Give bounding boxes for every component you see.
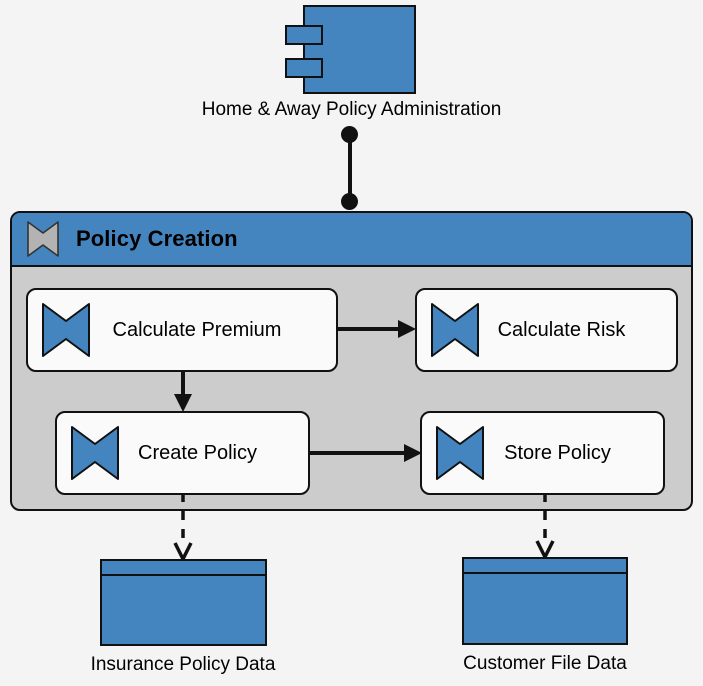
process-label: Calculate Premium (112, 318, 282, 341)
assignment-ball-bottom (341, 193, 358, 210)
data-object-label: Insurance Policy Data (90, 654, 276, 675)
process-chevron-icon (431, 303, 479, 357)
process-chevron-icon (42, 303, 90, 357)
component-label: Home & Away Policy Administration (201, 99, 502, 120)
process-label: Create Policy (138, 441, 257, 464)
group-title: Policy Creation (76, 226, 238, 251)
process-label: Calculate Risk (497, 318, 626, 341)
component-body (303, 5, 416, 94)
process-calculate-risk[interactable]: Calculate Risk (415, 288, 678, 372)
data-object-insurance-policy-data[interactable] (100, 559, 267, 646)
access-arrow-store-to-customer-data (534, 493, 556, 561)
component-tab-lower (285, 58, 323, 78)
group-header: Policy Creation (12, 213, 691, 267)
assignment-relationship-connector (341, 126, 359, 210)
assignment-line (348, 134, 352, 202)
data-object-customer-file-data[interactable] (462, 557, 628, 645)
data-object-header-band (102, 561, 265, 576)
data-object-label: Customer File Data (463, 653, 627, 674)
triggering-arrow-premium-to-risk (338, 318, 418, 340)
process-calculate-premium[interactable]: Calculate Premium (26, 288, 338, 372)
component-home-away-policy-administration[interactable] (285, 5, 418, 96)
process-label: Store Policy (504, 441, 611, 464)
process-create-policy[interactable]: Create Policy (55, 411, 310, 495)
triggering-arrow-premium-to-create (172, 370, 194, 414)
component-tab-upper (285, 25, 323, 45)
triggering-arrow-create-to-store (310, 442, 424, 464)
data-object-header-band (464, 559, 626, 574)
access-arrow-create-to-insurance-data (172, 493, 194, 563)
process-chevron-icon (71, 426, 119, 480)
process-store-policy[interactable]: Store Policy (420, 411, 665, 495)
process-chevron-icon (27, 221, 59, 257)
process-chevron-icon (436, 426, 484, 480)
